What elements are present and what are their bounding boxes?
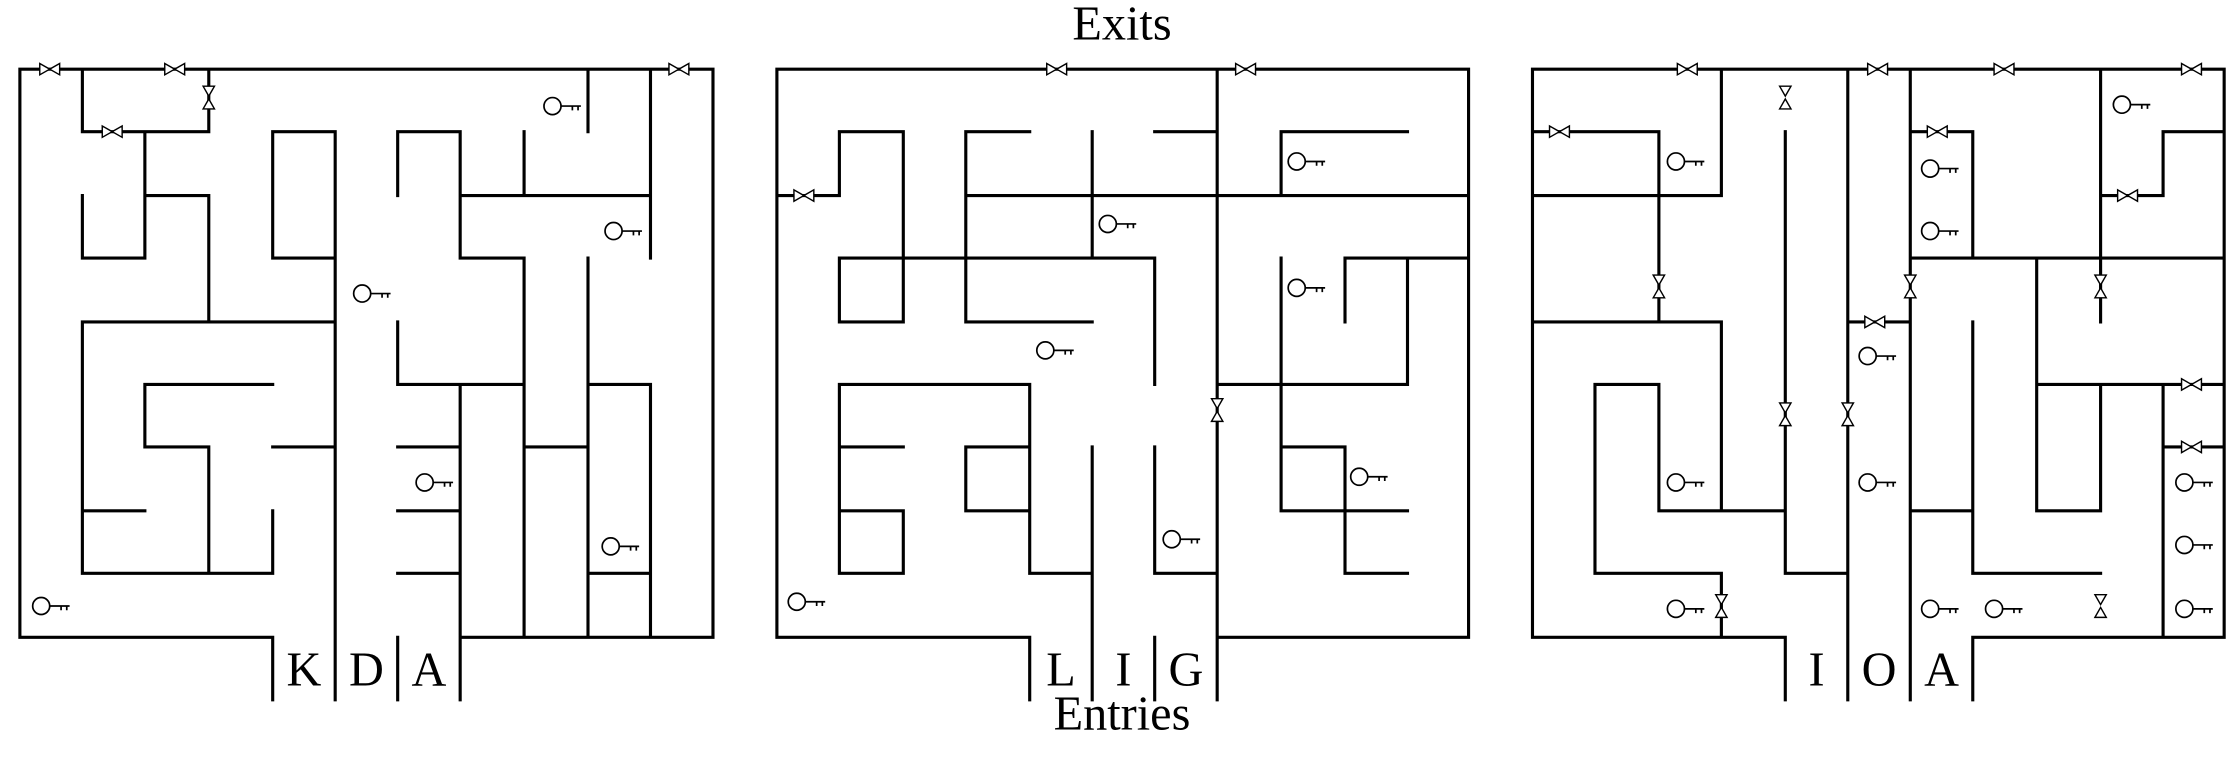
key-icon bbox=[1162, 529, 1201, 549]
entry-label: O bbox=[1862, 644, 1897, 697]
key-icon bbox=[1098, 214, 1137, 234]
lock-icon bbox=[1778, 85, 1793, 110]
maze-2-keys bbox=[787, 152, 1388, 612]
key-icon bbox=[1920, 159, 1959, 178]
key-icon bbox=[1287, 152, 1326, 171]
maze-2: L I G bbox=[775, 62, 1471, 702]
maze-3-walls bbox=[1530, 67, 2226, 702]
lock-icon bbox=[101, 124, 123, 139]
key-icon bbox=[2175, 535, 2213, 555]
key-icon bbox=[1858, 473, 1897, 492]
key-icon bbox=[1666, 152, 1705, 171]
entry-label: I bbox=[1808, 644, 1824, 697]
lock-icon bbox=[1046, 62, 1068, 77]
maze-1-keys bbox=[31, 96, 642, 616]
key-icon bbox=[1666, 473, 1705, 492]
entry-label: A bbox=[1924, 644, 1959, 697]
entry-label: D bbox=[349, 644, 384, 697]
maze-3-locks bbox=[1548, 62, 2203, 619]
key-icon bbox=[1349, 467, 1388, 487]
lock-icon bbox=[1903, 274, 1918, 299]
lock-icon bbox=[2180, 62, 2203, 77]
lock-icon bbox=[1210, 397, 1225, 423]
lock-icon bbox=[1864, 315, 1886, 329]
key-icon bbox=[1666, 599, 1705, 619]
lock-icon bbox=[201, 85, 216, 110]
lock-icon bbox=[793, 188, 815, 203]
key-icon bbox=[787, 592, 826, 612]
lock-icon bbox=[1548, 124, 1571, 139]
maze-2-locks bbox=[793, 62, 1257, 423]
lock-icon bbox=[668, 62, 690, 77]
maze-3: I O A bbox=[1530, 62, 2226, 702]
lock-icon bbox=[2093, 593, 2108, 619]
exits-title: Exits bbox=[1072, 0, 1171, 50]
lock-icon bbox=[1926, 124, 1948, 139]
key-icon bbox=[1858, 346, 1897, 366]
lock-icon bbox=[1778, 402, 1793, 427]
key-icon bbox=[601, 536, 640, 556]
lock-icon bbox=[2093, 274, 2108, 299]
maze-1-walls bbox=[18, 67, 715, 702]
lock-icon bbox=[164, 62, 186, 77]
lock-icon bbox=[2180, 440, 2203, 454]
lock-icon bbox=[2180, 377, 2203, 392]
entry-label: G bbox=[1169, 644, 1204, 697]
lock-icon bbox=[1866, 62, 1889, 77]
lock-icon bbox=[39, 62, 61, 77]
lock-icon bbox=[1651, 274, 1666, 299]
key-icon bbox=[1287, 278, 1326, 298]
key-icon bbox=[604, 221, 642, 241]
lock-icon bbox=[1840, 402, 1855, 427]
lock-icon bbox=[1714, 593, 1729, 619]
key-icon bbox=[352, 284, 391, 303]
lock-icon bbox=[1676, 62, 1698, 77]
key-icon bbox=[2175, 599, 2213, 619]
lock-icon bbox=[2116, 188, 2139, 203]
entry-label: K bbox=[287, 644, 322, 697]
lock-icon bbox=[1993, 62, 2015, 77]
entry-label: L bbox=[1046, 644, 1075, 697]
entries-title: Entries bbox=[1054, 688, 1191, 741]
entry-label: I bbox=[1115, 644, 1131, 697]
entry-label: A bbox=[411, 644, 446, 697]
key-icon bbox=[415, 473, 454, 492]
lock-icon bbox=[1234, 62, 1257, 77]
key-icon bbox=[2112, 95, 2151, 115]
key-icon bbox=[1920, 599, 1959, 619]
maze-1: K D A bbox=[18, 62, 715, 702]
key-icon bbox=[2175, 473, 2213, 492]
key-icon bbox=[31, 596, 70, 616]
maze-1-locks bbox=[39, 62, 690, 139]
maze-3-keys bbox=[1666, 95, 2213, 619]
key-icon bbox=[543, 96, 581, 116]
key-icon bbox=[1920, 221, 1959, 241]
key-icon bbox=[1035, 340, 1074, 360]
maze-2-walls bbox=[775, 67, 1471, 702]
key-icon bbox=[1984, 599, 2023, 619]
